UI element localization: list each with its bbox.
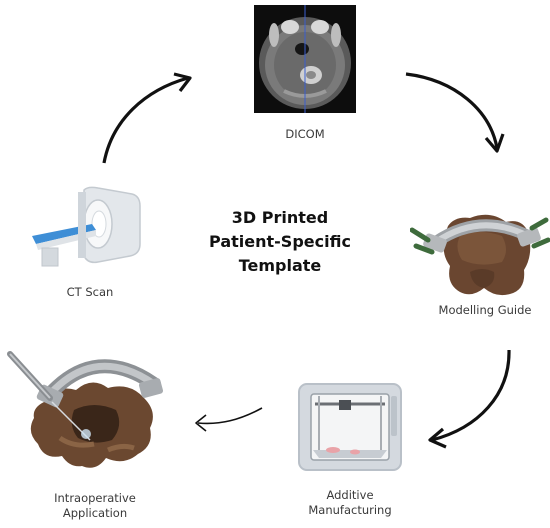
additive-manufacturing-label-line-2: Manufacturing [308, 503, 392, 517]
center-title-line-2: Patient-Specific [209, 232, 351, 251]
dicom-scan-icon [254, 5, 356, 113]
intraoperative-application-label: Intraoperative Application [40, 491, 150, 521]
ct-scan-label: CT Scan [66, 285, 114, 299]
dicom-label: DICOM [285, 127, 325, 141]
intraoperative-application-label-line-1: Intraoperative [54, 491, 136, 505]
intraoperative-application-label-line-2: Application [62, 506, 128, 520]
arrow-modelling-to-manufacturing [431, 349, 511, 442]
ct-scanner-icon [32, 186, 141, 267]
modelling-guide-label: Modelling Guide [438, 303, 532, 317]
surgical-guide-icon [7, 351, 164, 468]
center-title: 3D Printed Patient-Specific Template [195, 206, 365, 278]
arrow-manufacturing-to-intraop [197, 407, 263, 425]
arrow-dicom-to-modelling [405, 72, 499, 149]
3d-printer-icon [298, 383, 402, 471]
center-title-line-1: 3D Printed [231, 208, 329, 227]
vertebra-guide-icon [410, 214, 550, 296]
arrow-ct-to-dicom [102, 76, 189, 164]
additive-manufacturing-label-line-1: Additive [326, 488, 374, 502]
additive-manufacturing-label: Additive Manufacturing [290, 488, 410, 518]
center-title-line-3: Template [238, 256, 322, 275]
